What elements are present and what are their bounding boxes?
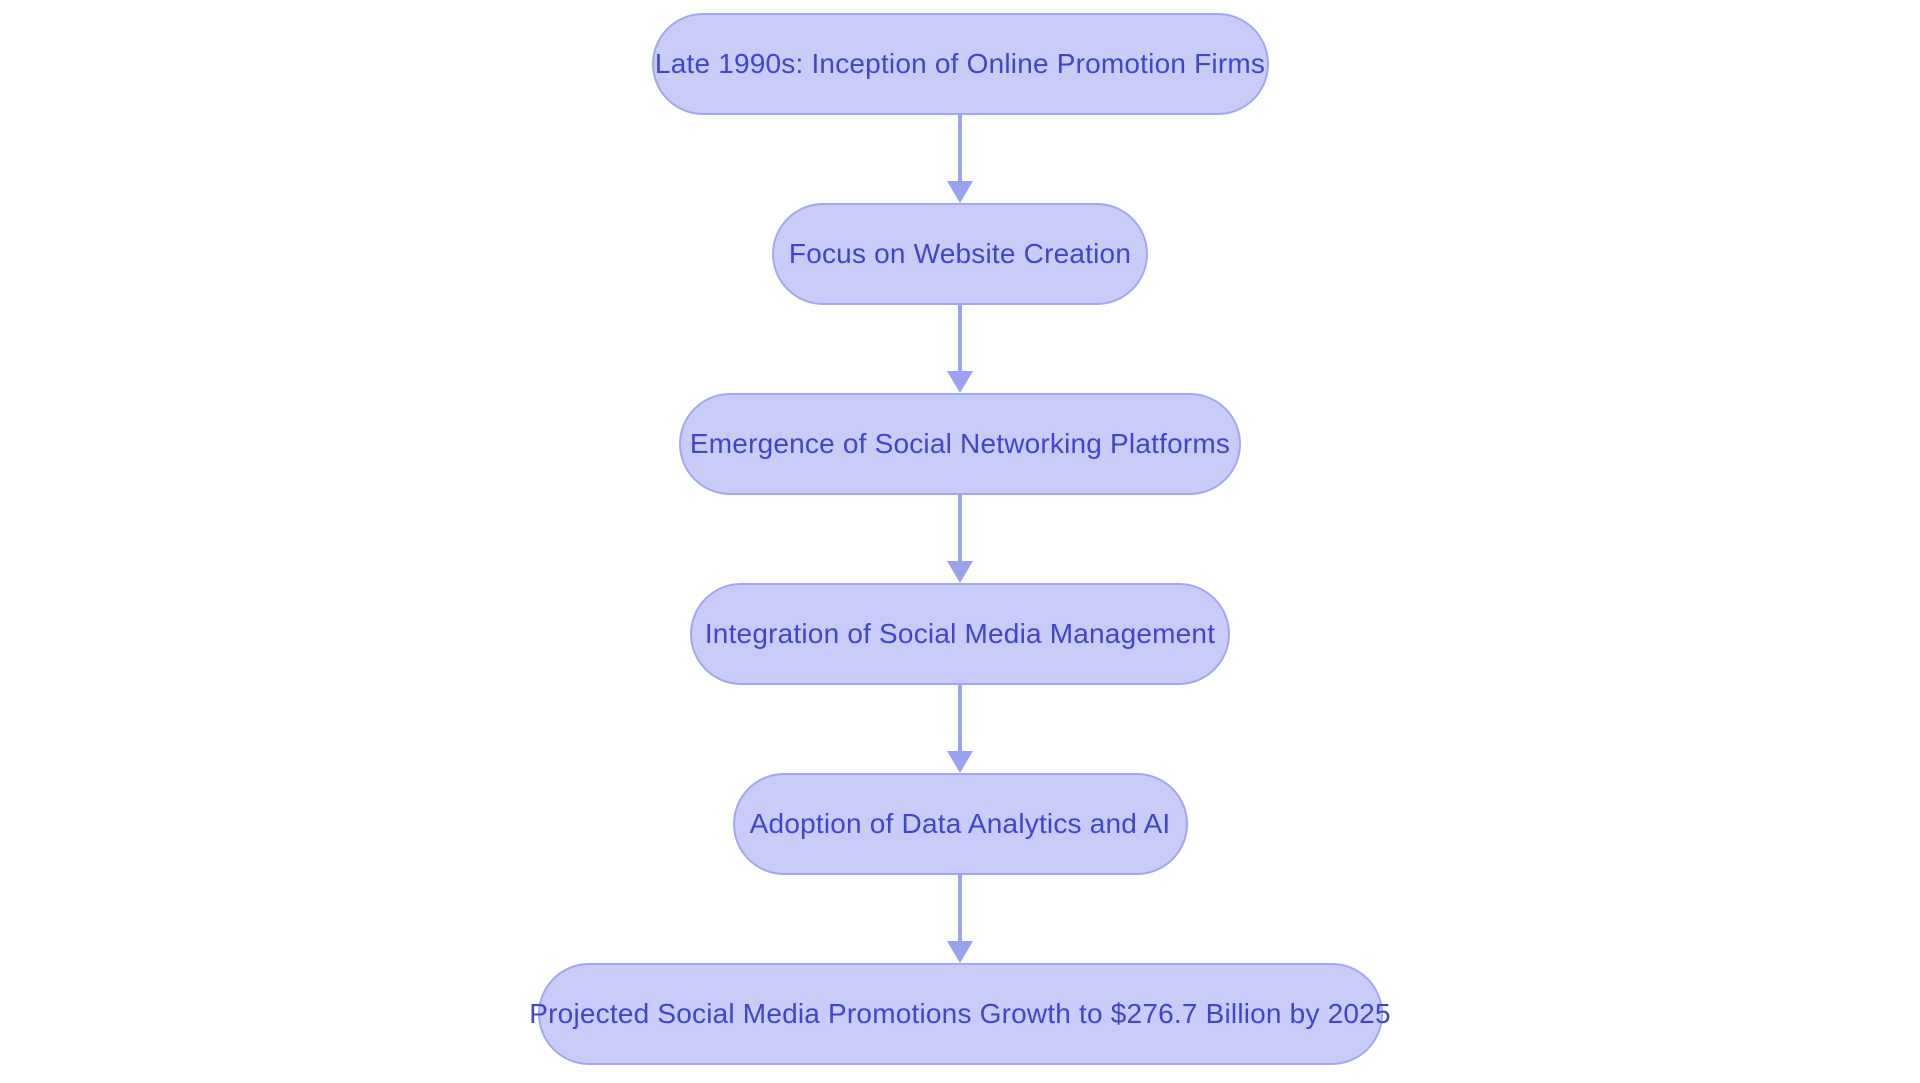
flow-node-data-analytics-ai: Adoption of Data Analytics and AI: [732, 773, 1188, 875]
flow-node-social-networking: Emergence of Social Networking Platforms: [679, 393, 1241, 495]
flow-node-inception: Late 1990s: Inception of Online Promotio…: [651, 13, 1269, 115]
arrow-down-icon: [947, 875, 973, 963]
flow-node-social-media-management: Integration of Social Media Management: [690, 583, 1230, 685]
arrow-head: [947, 181, 973, 203]
arrow-head: [947, 561, 973, 583]
flow-node-website-creation: Focus on Website Creation: [772, 203, 1148, 305]
flow-node-label: Emergence of Social Networking Platforms: [689, 428, 1231, 459]
arrow-down-icon: [947, 495, 973, 583]
arrow-shaft: [958, 685, 962, 751]
flow-node-label: Integration of Social Media Management: [704, 618, 1216, 649]
arrow-shaft: [958, 875, 962, 941]
arrow-down-icon: [947, 685, 973, 773]
arrow-shaft: [958, 495, 962, 561]
flow-node-label: Adoption of Data Analytics and AI: [749, 808, 1171, 839]
arrow-head: [947, 751, 973, 773]
flow-node-label: Focus on Website Creation: [788, 238, 1132, 269]
flow-node-projected-growth: Projected Social Media Promotions Growth…: [529, 963, 1391, 1065]
arrow-head: [947, 371, 973, 393]
arrow-shaft: [958, 115, 962, 181]
flow-node-label: Projected Social Media Promotions Growth…: [529, 998, 1391, 1029]
arrow-shaft: [958, 305, 962, 371]
arrow-down-icon: [947, 115, 973, 203]
arrow-down-icon: [947, 305, 973, 393]
flow-node-label: Late 1990s: Inception of Online Promotio…: [654, 48, 1266, 79]
arrow-head: [947, 941, 973, 963]
